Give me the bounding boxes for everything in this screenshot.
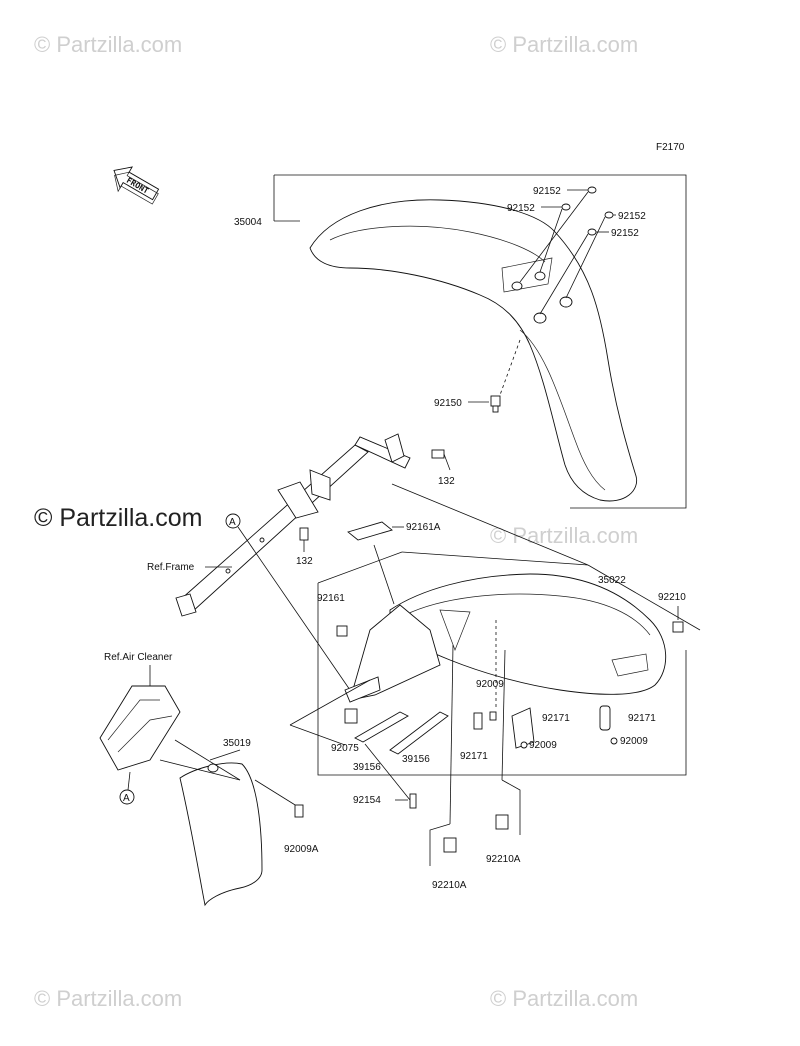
label-92171-3: 92171	[460, 751, 488, 762]
svg-text:© Partzilla.com: © Partzilla.com	[34, 32, 182, 57]
bolt-92154-icon	[409, 793, 417, 809]
label-92009-2: 92009	[529, 740, 557, 751]
label-92171-2: 92171	[628, 713, 656, 724]
label-35019: 35019	[223, 738, 251, 749]
svg-text:© Partzilla.com: © Partzilla.com	[490, 32, 638, 57]
rear-fender-group: 35022 92210 92161 92161A 92009 92171 921…	[289, 521, 687, 891]
bolt-92150-icon	[490, 395, 501, 413]
svg-text:© Partzilla.com: © Partzilla.com	[34, 986, 182, 1011]
label-92009-1: 92009	[476, 679, 504, 690]
label-92150: 92150	[434, 398, 462, 409]
label-92152-2: 92152	[507, 203, 535, 214]
watermark-bottom-right: © Partzilla.com	[490, 986, 638, 1011]
nut-92210-icon	[672, 621, 684, 633]
label-92152-3: 92152	[618, 211, 646, 222]
clip-92210a-1	[443, 837, 457, 853]
nut-92161-icon	[336, 625, 348, 637]
watermark-bottom-left: © Partzilla.com	[34, 986, 182, 1011]
label-92075: 92075	[331, 743, 359, 754]
svg-text:© Partzilla.com: © Partzilla.com	[34, 504, 202, 532]
diagram-code: F2170	[656, 142, 685, 153]
label-39156-2: 39156	[402, 754, 430, 765]
air-cleaner-reference: Ref.Air Cleaner A	[99, 652, 181, 805]
clip-92210a-2	[495, 814, 509, 830]
label-39156-1: 39156	[353, 762, 381, 773]
label-132-1: 132	[438, 476, 455, 487]
bolt-92009a-icon	[294, 804, 304, 818]
svg-text:© Partzilla.com: © Partzilla.com	[490, 986, 638, 1011]
watermark-top-right: © Partzilla.com	[490, 32, 638, 57]
frame-rail	[179, 444, 369, 613]
label-35022: 35022	[598, 575, 626, 586]
label-92154: 92154	[353, 795, 381, 806]
front-fender-box	[274, 174, 687, 509]
watermark-mid-right: © Partzilla.com	[490, 523, 638, 548]
label-92210a-1: 92210A	[432, 880, 467, 891]
label-92161a: 92161A	[406, 522, 441, 533]
rear-fender-part	[389, 573, 667, 695]
pad-39156-1	[354, 711, 409, 743]
label-ref-air-cleaner: Ref.Air Cleaner	[104, 652, 173, 663]
front-fender-part	[309, 199, 638, 502]
front-fender-group: 35004 92152 92152 92152 92152 92150	[234, 174, 687, 509]
front-arrow-icon: FRONT	[113, 166, 160, 205]
ref-a-marker-bottom	[119, 789, 135, 805]
watermark-mid-left: © Partzilla.com	[34, 504, 202, 532]
label-92152-1: 92152	[533, 186, 561, 197]
label-92161: 92161	[317, 593, 345, 604]
mud-guard-part	[179, 762, 263, 907]
label-92152-4: 92152	[611, 228, 639, 239]
label-132-2: 132	[296, 556, 313, 567]
collar-92171-3	[599, 705, 611, 731]
label-92009-3: 92009	[620, 736, 648, 747]
frame-reference: 132 132 Ref.Frame A	[147, 433, 455, 691]
ref-a-label-top: A	[229, 517, 236, 528]
mud-guard-group: 35019 92009A	[159, 738, 319, 907]
bolt-92009-1	[489, 711, 497, 721]
collar-92171-2	[511, 707, 535, 749]
pad-39156-2	[389, 711, 449, 755]
label-92171-1: 92171	[542, 713, 570, 724]
collar-92171-1	[473, 712, 483, 730]
label-92009a: 92009A	[284, 844, 319, 855]
label-35004: 35004	[234, 217, 262, 228]
svg-text:© Partzilla.com: © Partzilla.com	[490, 523, 638, 548]
label-92210: 92210	[658, 592, 686, 603]
label-92210a-2: 92210A	[486, 854, 521, 865]
watermark-top-left: © Partzilla.com	[34, 32, 182, 57]
label-ref-frame: Ref.Frame	[147, 562, 195, 573]
air-cleaner-part	[99, 685, 181, 771]
ref-a-label-bottom: A	[123, 793, 130, 804]
grommet-92161a-icon	[347, 521, 393, 541]
ref-a-marker-top	[225, 513, 241, 529]
damper-92075-icon	[344, 708, 358, 724]
